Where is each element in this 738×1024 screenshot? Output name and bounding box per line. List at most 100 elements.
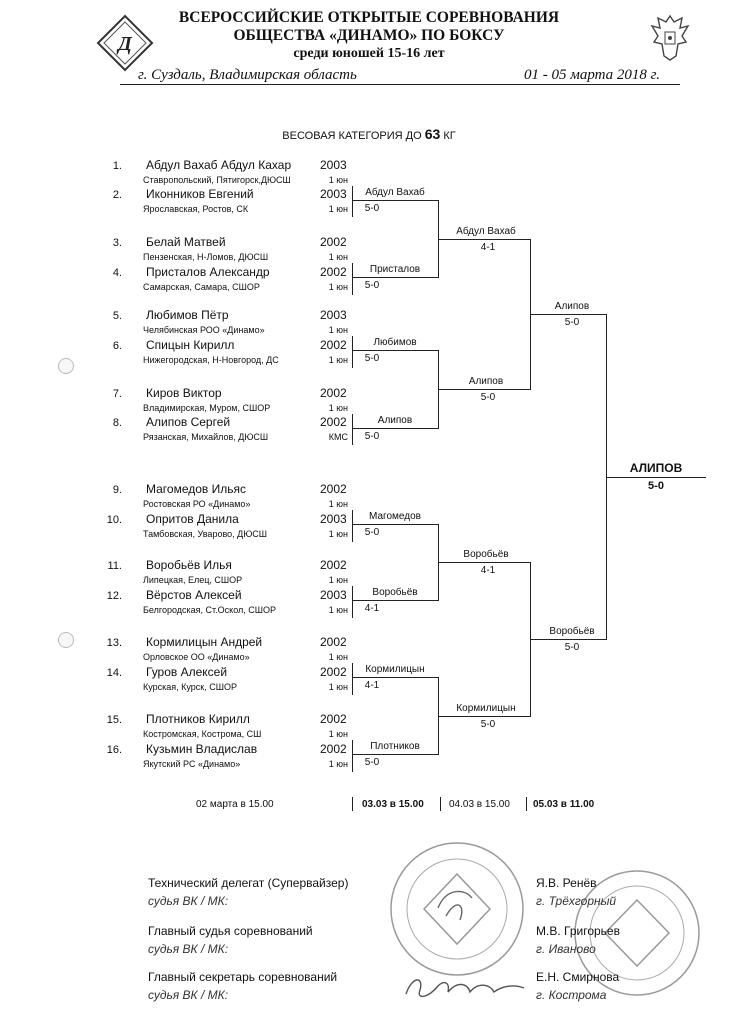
schedule-sep: [352, 797, 353, 811]
event-place: г. Суздаль, Владимирская область: [138, 67, 357, 83]
handwritten-signature: [405, 979, 525, 997]
round2-score: 4-1: [480, 565, 496, 576]
participant-name: Присталов Александр: [146, 265, 270, 279]
schedule-round2: 03.03 в 15.00: [362, 799, 424, 810]
participant-number: 6.: [112, 340, 122, 352]
participant-number: 7.: [112, 388, 122, 400]
round1-winner: Любимов: [373, 337, 417, 348]
participant-rank: 1 юн: [328, 325, 348, 335]
participant-number: 1.: [112, 160, 122, 172]
participant-club: Ставропольский, Пятигорск,ДЮСШ: [143, 175, 291, 185]
weight-value: 63: [424, 126, 441, 142]
participant-name: Кормилицын Андрей: [146, 635, 263, 649]
signature-city: г. Трёхгорный: [536, 894, 617, 908]
participant-club: Ростовская РО «Динамо»: [143, 499, 251, 509]
bracket-line: [606, 477, 706, 478]
participant-club: Владимирская, Муром, СШОР: [143, 403, 271, 413]
final-score: 5-0: [648, 480, 664, 492]
participant-year: 2002: [320, 415, 347, 429]
round1-score: 4-1: [364, 680, 380, 691]
participant-number: 8.: [112, 417, 122, 429]
participant-club: Ярославская, Ростов, СК: [143, 204, 249, 214]
round3-winner: Воробьёв: [549, 626, 595, 637]
participant-club: Якутский РС «Динамо»: [143, 759, 241, 769]
final-winner: АЛИПОВ: [629, 461, 683, 475]
bracket-line: [352, 428, 438, 429]
participant-year: 2002: [320, 712, 347, 726]
round1-winner: Алипов: [377, 415, 413, 426]
round2-score: 5-0: [480, 392, 496, 403]
round1-score: 5-0: [364, 431, 380, 442]
round3-score: 5-0: [564, 317, 580, 328]
round1-score: 5-0: [364, 203, 380, 214]
bracket-line: [530, 639, 606, 640]
participant-number: 2.: [112, 189, 122, 201]
participant-year: 2003: [320, 588, 347, 602]
participant-year: 2002: [320, 665, 347, 679]
participant-club: Костромская, Кострома, СШ: [143, 729, 262, 739]
participant-rank: 1 юн: [328, 575, 348, 585]
header-title-line3: среди юношей 15-16 лет: [293, 46, 445, 61]
participant-rank: 1 юн: [328, 759, 348, 769]
participant-club: Орловское ОО «Динамо»: [143, 652, 250, 662]
bracket-line: [352, 586, 353, 618]
participant-name: Спицын Кирилл: [146, 338, 235, 352]
signature-role: Главный судья соревнований: [148, 924, 313, 938]
punch-hole: [58, 358, 74, 374]
participant-club: Тамбовская, Уварово, ДЮСШ: [143, 529, 267, 539]
round2-winner: Кормилицын: [456, 703, 516, 714]
participant-name: Плотников Кирилл: [146, 712, 250, 726]
round3-winner: Алипов: [554, 301, 590, 312]
participant-rank: 1 юн: [328, 652, 348, 662]
header-title-line2: ОБЩЕСТВА «ДИНАМО» ПО БОКСУ: [233, 27, 505, 44]
schedule-final: 05.03 в 11.00: [533, 799, 595, 810]
bracket-line: [352, 263, 353, 295]
signature-city: г. Кострома: [536, 988, 607, 1002]
participant-club: Нижегородская, Н-Новгород, ДС: [143, 355, 279, 365]
participant-year: 2002: [320, 265, 347, 279]
signature-sub: судья ВК / МК:: [148, 894, 229, 908]
round3-score: 5-0: [564, 642, 580, 653]
bracket-line: [352, 740, 353, 772]
signature-sub: судья ВК / МК:: [148, 942, 229, 956]
participant-name: Любимов Пётр: [146, 308, 229, 322]
participant-rank: 1 юн: [328, 252, 348, 262]
round1-winner: Магомедов: [369, 511, 421, 522]
participant-year: 2002: [320, 558, 347, 572]
participant-rank: 1 юн: [328, 605, 348, 615]
header-title-line1: ВСЕРОССИЙСКИЕ ОТКРЫТЫЕ СОРЕВНОВАНИЯ: [178, 9, 560, 26]
participant-year: 2002: [320, 386, 347, 400]
participant-number: 5.: [112, 310, 122, 322]
participant-number: 10.: [106, 514, 122, 526]
round2-score: 4-1: [480, 242, 496, 253]
participant-year: 2003: [320, 187, 347, 201]
participant-name: Иконников Евгений: [146, 187, 254, 201]
participant-number: 16.: [106, 744, 122, 756]
event-dates: 01 - 05 марта 2018 г.: [524, 67, 661, 83]
participant-number: 12.: [106, 590, 122, 602]
bracket-line: [352, 277, 438, 278]
svg-text:Д: Д: [116, 33, 133, 55]
bracket-line: [352, 510, 353, 542]
participant-number: 13.: [106, 637, 122, 649]
round1-winner: Абдул Вахаб: [365, 187, 425, 198]
participant-name: Опритов Данила: [146, 512, 239, 526]
signature-name: М.В. Григорьев: [536, 924, 620, 938]
participant-rank: 1 юн: [328, 682, 348, 692]
participant-club: Самарская, Самара, СШОР: [143, 282, 260, 292]
round1-winner: Воробьёв: [372, 587, 418, 598]
bracket-line: [352, 600, 438, 601]
bracket-line: [438, 389, 530, 390]
round2-score: 5-0: [480, 719, 496, 730]
participant-club: Пензенская, Н-Ломов, ДЮСШ: [143, 252, 269, 262]
bracket-line: [438, 239, 530, 240]
signature-name: Я.В. Ренёв: [536, 876, 597, 890]
participant-rank: 1 юн: [328, 529, 348, 539]
round2-winner: Воробьёв: [463, 549, 509, 560]
participant-club: Челябинская РОО «Динамо»: [143, 325, 265, 335]
participant-club: Липецкая, Елец, СШОР: [143, 575, 243, 585]
participant-rank: 1 юн: [328, 403, 348, 413]
signature-name: Е.Н. Смирнова: [536, 970, 620, 984]
bracket-line: [438, 562, 530, 563]
participant-year: 2003: [320, 158, 347, 172]
